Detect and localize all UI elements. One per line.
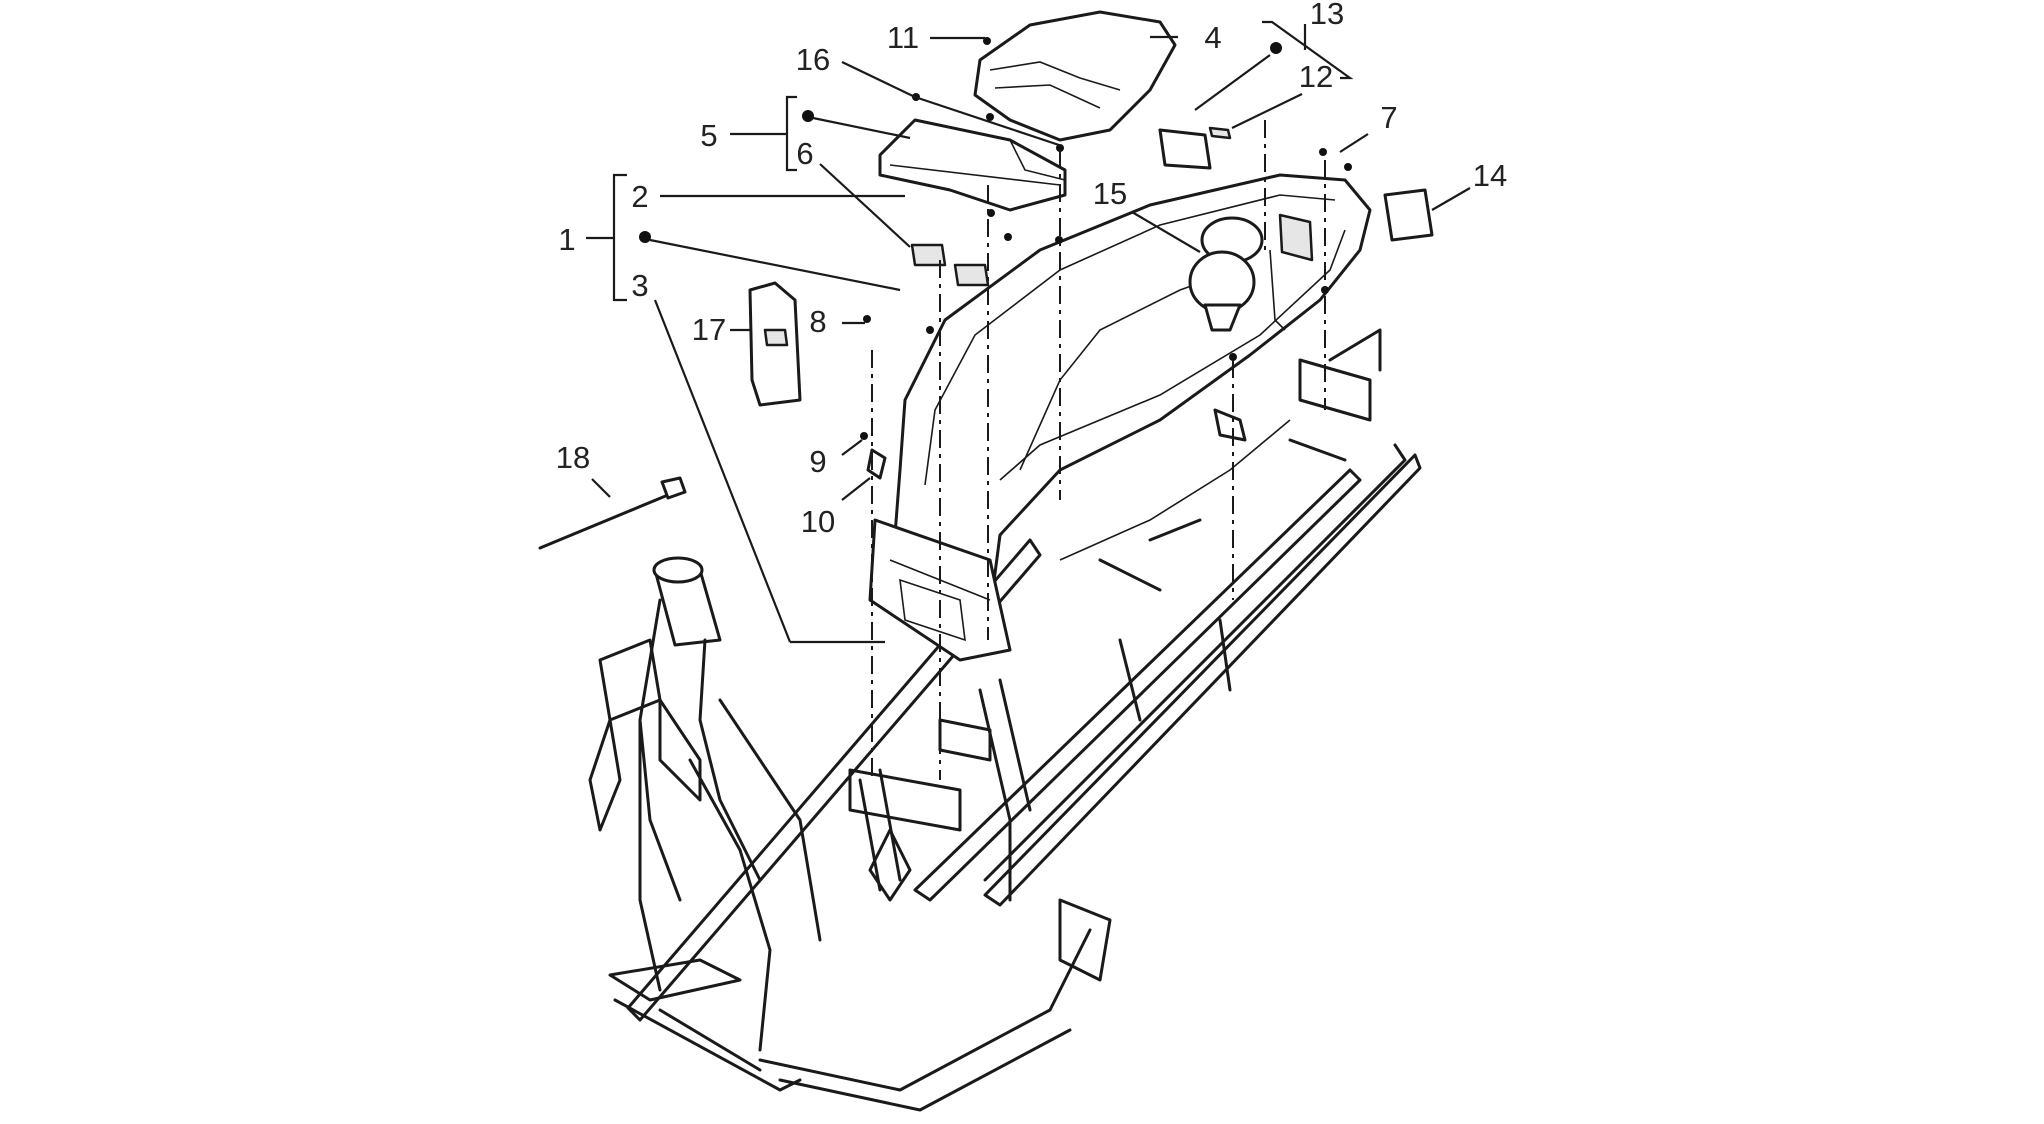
leader-lines <box>586 20 1471 644</box>
callout-10: 10 <box>801 504 835 539</box>
callout-3: 3 <box>631 268 648 303</box>
callout-15: 15 <box>1093 176 1127 211</box>
callout-12: 12 <box>1299 59 1333 94</box>
callout-11: 11 <box>887 20 919 55</box>
callout-18: 18 <box>556 440 590 475</box>
callout-9: 9 <box>809 444 826 479</box>
part-18-cable-tie <box>538 476 687 550</box>
part-12-pad <box>1158 126 1232 170</box>
part-6-blocks <box>910 243 990 287</box>
callout-7: 7 <box>1380 100 1397 135</box>
callout-2: 2 <box>631 179 648 214</box>
part-5-lid <box>878 118 1067 212</box>
scooter-frame <box>588 328 1422 1112</box>
callout-17: 17 <box>692 312 726 347</box>
assembly-lines <box>871 120 1326 780</box>
callout-14: 14 <box>1473 158 1507 193</box>
callout-8: 8 <box>809 304 826 339</box>
callout-6: 6 <box>796 136 813 171</box>
helmet-compartment <box>868 173 1372 662</box>
part-4-cover <box>973 10 1177 142</box>
callout-labels: 1 2 3 4 5 6 7 8 9 10 11 12 13 14 15 16 1… <box>556 0 1507 539</box>
callout-5: 5 <box>700 118 717 153</box>
part-14-strip <box>1383 188 1434 242</box>
callout-1: 1 <box>558 222 575 257</box>
callout-13: 13 <box>1310 0 1344 31</box>
callout-16: 16 <box>796 42 830 77</box>
part-17-plate <box>748 281 802 407</box>
callout-4: 4 <box>1204 20 1221 55</box>
